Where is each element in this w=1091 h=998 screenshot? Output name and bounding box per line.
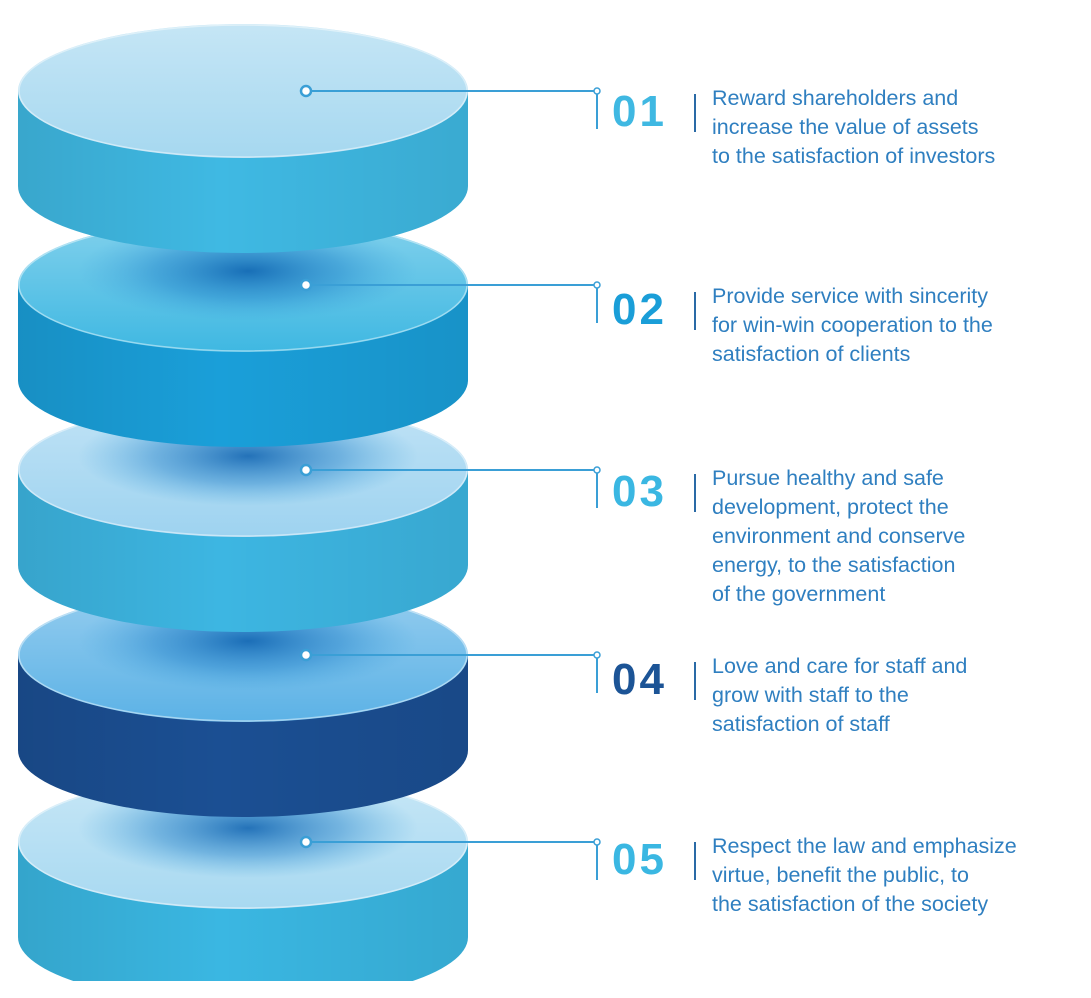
item-divider	[694, 842, 696, 880]
list-item-04: 04 Love and care for staff and grow with…	[590, 654, 1090, 818]
connector-4	[299, 648, 601, 693]
connector-end-icon	[593, 87, 601, 95]
item-number-05: 05	[612, 835, 667, 884]
item-number-01: 01	[612, 87, 667, 136]
connector-1	[299, 84, 601, 129]
item-number-03: 03	[612, 467, 667, 516]
item-divider	[694, 662, 696, 700]
item-text-03: Pursue healthy and safe development, pro…	[712, 466, 966, 606]
list-item-02: 02 Provide service with sincerity for wi…	[590, 284, 1090, 448]
connector-pin-icon	[299, 278, 313, 292]
connector-end-icon	[593, 838, 601, 846]
connector-pin-icon	[299, 648, 313, 662]
item-text-04: Love and care for staff and grow with st…	[712, 654, 968, 736]
connector-2	[299, 278, 601, 323]
disc-tier-5	[18, 775, 468, 981]
disc-top-shine	[18, 24, 468, 158]
connector-pin-icon	[299, 835, 313, 849]
connector-pin-icon	[299, 84, 313, 98]
item-text-05: Respect the law and emphasize virtue, be…	[712, 834, 1017, 916]
list-item-01: 01 Reward shareholders and increase the …	[590, 86, 1090, 250]
connector-3	[299, 463, 601, 508]
item-divider	[694, 474, 696, 512]
connector-end-icon	[593, 281, 601, 289]
item-text-02: Provide service with sincerity for win-w…	[712, 284, 993, 366]
connector-5	[299, 835, 601, 880]
item-text-01: Reward shareholders and increase the val…	[712, 86, 996, 168]
list-item-05: 05 Respect the law and emphasize virtue,…	[590, 834, 1090, 998]
item-divider	[694, 292, 696, 330]
connector-end-icon	[593, 466, 601, 474]
connector-end-icon	[593, 651, 601, 659]
item-divider	[694, 94, 696, 132]
item-number-02: 02	[612, 285, 667, 334]
list-item-03: 03 Pursue healthy and safe development, …	[590, 466, 1090, 630]
connector-pin-icon	[299, 463, 313, 477]
item-number-04: 04	[612, 655, 667, 704]
disc-tier-1	[18, 24, 468, 253]
